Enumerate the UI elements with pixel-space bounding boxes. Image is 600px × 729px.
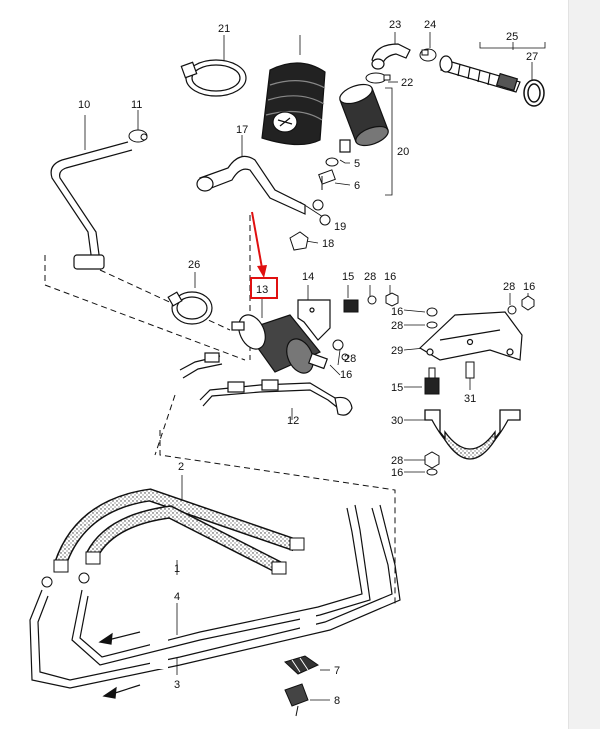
filter-canister-20 <box>339 83 389 153</box>
leader-lines <box>84 32 546 701</box>
fuel-system-exploded-diagram: 10 11 21 23 24 25 27 22 20 5 6 17 19 18 … <box>29 19 546 717</box>
callout-22: 22 <box>401 77 413 89</box>
right-margin-panel <box>568 0 600 729</box>
clip-8 <box>284 683 309 717</box>
callout-1: 1 <box>174 563 180 575</box>
callout-3: 3 <box>174 679 180 691</box>
clip-7 <box>284 655 320 675</box>
clamp-11 <box>128 129 148 143</box>
fuel-filter-13 <box>231 314 328 374</box>
callout-10: 10 <box>78 99 90 111</box>
callout-18: 18 <box>322 238 334 250</box>
washers-19 <box>312 199 331 226</box>
isolator-15-right <box>424 367 440 395</box>
hard-lines-3-4 <box>29 504 401 689</box>
callout-2: 2 <box>178 461 184 473</box>
callout-14: 14 <box>302 271 314 283</box>
formed-line-17 <box>196 155 306 215</box>
callout-labels: 10 11 21 23 24 25 27 22 20 5 6 17 19 18 … <box>78 19 538 707</box>
callout-29: 29 <box>391 345 403 357</box>
callout-24: 24 <box>424 19 436 31</box>
bracket-14 <box>297 299 331 341</box>
clamp-22 <box>365 72 391 84</box>
callout-20: 20 <box>397 146 409 158</box>
washer-nut-28-16 <box>332 292 399 361</box>
highlight-box-13 <box>250 277 278 299</box>
strap-30 <box>424 409 521 460</box>
callout-16-far: 16 <box>523 281 535 293</box>
callout-16-top: 16 <box>384 271 396 283</box>
callout-12: 12 <box>287 415 299 427</box>
callout-16-right2: 16 <box>391 467 403 479</box>
fuel-line-12 <box>179 352 353 416</box>
callout-28-right1: 28 <box>391 320 403 332</box>
callout-15-right: 15 <box>391 382 403 394</box>
callout-31: 31 <box>464 393 476 405</box>
flow-arrows <box>98 631 141 699</box>
callout-26: 26 <box>188 259 200 271</box>
callout-17: 17 <box>236 124 248 136</box>
callout-16-right1: 16 <box>391 306 403 318</box>
callout-27: 27 <box>526 51 538 63</box>
mounting-bracket-29 <box>419 311 523 361</box>
callout-7: 7 <box>334 665 340 677</box>
callout-4: 4 <box>174 591 180 603</box>
callout-6: 6 <box>354 180 360 192</box>
hose-clamp-21 <box>180 59 247 97</box>
highlight-arrow <box>251 211 267 278</box>
callout-30: 30 <box>391 415 403 427</box>
hard-line-10 <box>50 141 133 270</box>
isolator-15 <box>343 299 359 313</box>
callout-5: 5 <box>354 158 360 170</box>
braided-hoses-1-2 <box>41 488 305 588</box>
callout-16-mid: 16 <box>340 369 352 381</box>
callout-23: 23 <box>389 19 401 31</box>
cap-nut-18 <box>289 231 309 251</box>
callout-21: 21 <box>218 23 230 35</box>
fittings-5-6 <box>318 157 339 190</box>
callout-13: 13 <box>256 284 268 296</box>
elbow-hose-23 <box>371 43 411 70</box>
callout-28-mid: 28 <box>344 353 356 365</box>
callout-11: 11 <box>131 99 142 111</box>
nuts-washers-right <box>424 295 535 476</box>
callout-19: 19 <box>334 221 346 233</box>
hose-clamp-26 <box>167 291 213 325</box>
callout-8: 8 <box>334 695 340 707</box>
pump-assembly-25 <box>439 55 521 93</box>
callout-15-left: 15 <box>342 271 354 283</box>
callout-28-top: 28 <box>364 271 376 283</box>
stud-31 <box>465 361 475 379</box>
o-ring-27 <box>523 79 545 107</box>
callout-25: 25 <box>506 31 518 43</box>
callout-28-right2: 28 <box>391 455 403 467</box>
callout-28-far: 28 <box>503 281 515 293</box>
clamp-24 <box>419 48 437 62</box>
rubber-boot-9 <box>261 62 326 146</box>
